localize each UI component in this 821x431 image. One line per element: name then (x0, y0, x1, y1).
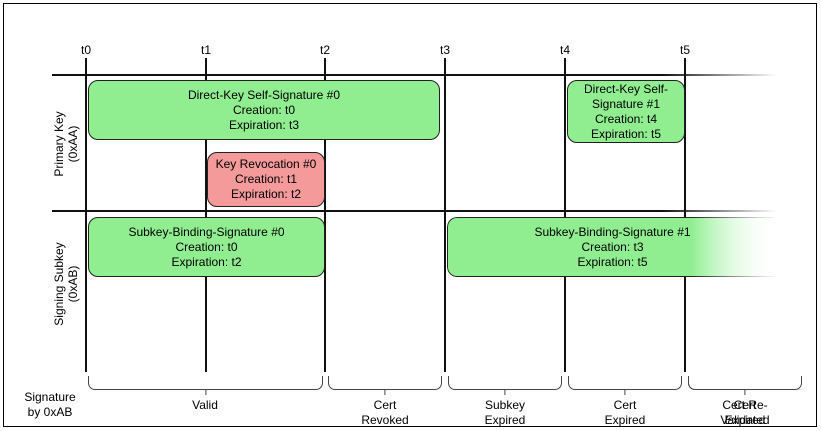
row-label-signing-subkey-line1: Signing Subkey (52, 242, 66, 326)
time-line-t2 (324, 58, 326, 372)
legend-label-line2: Expired (484, 413, 526, 427)
legend-label-line2: Expired (604, 413, 646, 427)
box-key-revocation-0[interactable]: Key Revocation #0 Creation: t1 Expiratio… (207, 152, 325, 207)
box-creation: Creation: t3 (581, 239, 644, 254)
box-title: Subkey-Binding-Signature #0 (128, 224, 285, 239)
tick-label-t2: t2 (319, 43, 331, 57)
bracket-subkey-expired (448, 376, 562, 390)
image-border (3, 3, 817, 427)
legend-label-cert-revalidated: Cert Re-Validated (720, 398, 769, 428)
legend-label-valid: Valid (192, 398, 218, 413)
box-subkey-binding-signature-1[interactable]: Subkey-Binding-Signature #1 Creation: t3… (447, 217, 777, 277)
box-creation: Creation: t1 (234, 172, 298, 186)
legend-label-cert-revoked: Cert Revoked (361, 398, 408, 428)
bracket-cert-revalidated (688, 376, 802, 390)
box-expiration: Expiration: t3 (228, 117, 300, 132)
row-label-primary-key-line1: Primary Key (52, 111, 66, 177)
time-line-t5 (684, 58, 686, 372)
box-title: Subkey-Binding-Signature #1 (534, 224, 691, 239)
row-label-primary-key-line2: (0xAA) (66, 125, 80, 163)
box-direct-key-self-signature-1[interactable]: Direct-Key Self- Signature #1 Creation: … (567, 80, 685, 143)
legend-caption-line1: Signature (24, 390, 76, 404)
legend-label-line2: Validated (720, 413, 770, 427)
bracket-cert-revoked (328, 376, 442, 390)
bracket-valid (88, 376, 323, 390)
legend-label-line1: Cert (373, 398, 397, 412)
bracket-cert-expired-1 (568, 376, 682, 390)
legend-label-subkey-expired: Subkey Expired (485, 398, 526, 428)
legend-label-line1: Subkey (484, 398, 526, 412)
box-direct-key-self-signature-0[interactable]: Direct-Key Self-Signature #0 Creation: t… (88, 80, 440, 140)
axis-rule-primary-key (52, 74, 777, 76)
legend-caption-line2: by 0xAB (27, 405, 73, 419)
tick-label-t1: t1 (200, 43, 212, 57)
time-line-t4 (564, 58, 566, 372)
time-line-t0 (85, 58, 87, 372)
box-expiration: Expiration: t5 (590, 126, 662, 141)
legend-caption: Signature by 0xAB (12, 390, 88, 420)
tick-label-t0: t0 (80, 43, 92, 57)
tick-label-t3: t3 (439, 43, 451, 57)
legend-label-line2: Expired (724, 413, 766, 427)
tick-label-t5: t5 (679, 43, 691, 57)
box-title-line2: Signature #1 (591, 96, 661, 111)
box-title: Direct-Key Self- (583, 81, 669, 96)
time-line-t3 (444, 58, 446, 372)
box-creation: Creation: t4 (594, 111, 658, 126)
axis-rule-signing-subkey (52, 210, 777, 212)
box-subkey-binding-signature-0[interactable]: Subkey-Binding-Signature #0 Creation: t0… (88, 217, 325, 277)
legend-label-line2: Revoked (361, 413, 409, 427)
legend-label-cert-expired-1: Cert Expired (605, 398, 646, 428)
box-title: Direct-Key Self-Signature #0 (187, 87, 341, 102)
box-expiration: Expiration: t2 (171, 254, 242, 269)
box-title: Key Revocation #0 (215, 157, 317, 171)
legend-label-line1: Valid (192, 398, 218, 412)
time-line-t1 (205, 58, 207, 372)
legend-label-cert-expired-2: Cert Expired (725, 398, 766, 428)
legend-label-line1: Cert (733, 398, 757, 412)
row-label-signing-subkey-line2: (0xAB) (66, 265, 80, 303)
tick-label-t4: t4 (559, 43, 571, 57)
box-expiration: Expiration: t2 (230, 187, 302, 201)
box-creation: Creation: t0 (175, 239, 238, 254)
legend-label-line1: Cert (613, 398, 637, 412)
box-creation: Creation: t0 (232, 102, 296, 117)
box-expiration: Expiration: t5 (577, 254, 648, 269)
legend-label-line1: Cert Re- (722, 398, 768, 412)
